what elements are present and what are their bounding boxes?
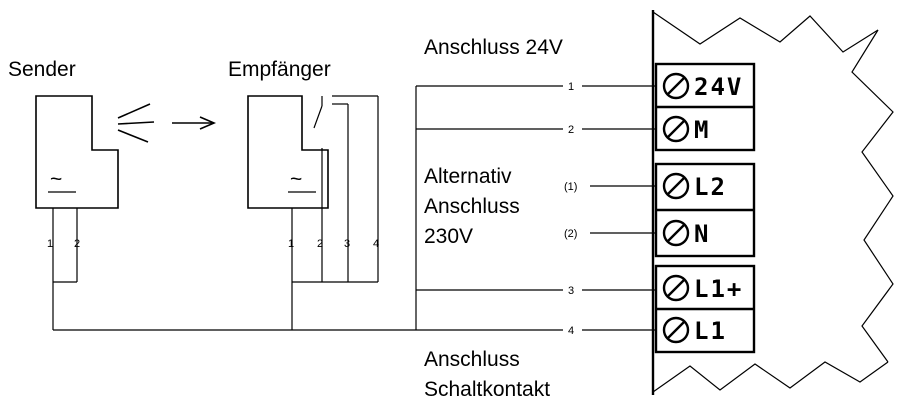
label-switch-1: Anschluss: [424, 348, 520, 371]
label-supply-24v: Anschluss 24V: [424, 36, 563, 59]
terminal-label-l2: L2: [694, 173, 727, 201]
terminal-label-n: N: [694, 220, 710, 248]
label-alternative-2: Anschluss: [424, 195, 520, 218]
screw-icon: [662, 72, 690, 100]
wire-label-4: 4: [568, 325, 574, 337]
relay-contact-icon: [313, 95, 379, 282]
terminal-block: 24V M L2 N L1+ L1: [651, 10, 894, 395]
receiver-pin-3: 3: [344, 238, 350, 250]
receiver-pin-4: 4: [373, 238, 379, 250]
break-line-bottom: [652, 361, 889, 393]
screw-icon: [662, 316, 690, 344]
label-switch-2: Schaltkontakt: [424, 378, 550, 401]
receiver-pin-1: 1: [288, 238, 294, 250]
break-line-top: [652, 11, 879, 53]
sender-housing: [35, 95, 119, 209]
screw-icon: [662, 274, 690, 302]
signal-arrow-icon: [172, 116, 217, 130]
wire-label-3: 3: [568, 285, 574, 297]
screw-icon: [662, 219, 690, 247]
terminal-label-l1-plus: L1+: [694, 275, 743, 303]
sender-pin-2: 2: [74, 238, 80, 250]
sender-device: Sender ~ 1 2: [8, 58, 155, 283]
receiver-title: Empfänger: [228, 58, 331, 81]
screw-icon: [662, 172, 690, 200]
receiver-ac-symbol: ~: [290, 168, 302, 191]
label-alternative-1: Alternativ: [424, 165, 512, 188]
receiver-housing: [247, 95, 329, 209]
emitter-rays-icon: [117, 103, 155, 143]
bus-wiring: [52, 85, 656, 331]
wire-label-alt1: (1): [564, 181, 577, 193]
break-line-right: [851, 29, 894, 363]
wire-label-2: 2: [568, 124, 574, 136]
sender-title: Sender: [8, 58, 76, 81]
terminal-label-l1: L1: [694, 317, 727, 345]
label-alternative-3: 230V: [424, 225, 473, 248]
wire-label-alt2: (2): [564, 228, 577, 240]
receiver-pin-2: 2: [317, 238, 323, 250]
sender-ac-symbol: ~: [50, 168, 62, 191]
sender-pin-1: 1: [47, 238, 53, 250]
screw-icon: [662, 115, 690, 143]
receiver-device: Empfänger ~ 1 2 3 4: [228, 58, 379, 330]
wire-label-1: 1: [568, 81, 574, 93]
terminal-label-m: M: [694, 116, 710, 144]
terminal-label-24v: 24V: [694, 73, 743, 101]
